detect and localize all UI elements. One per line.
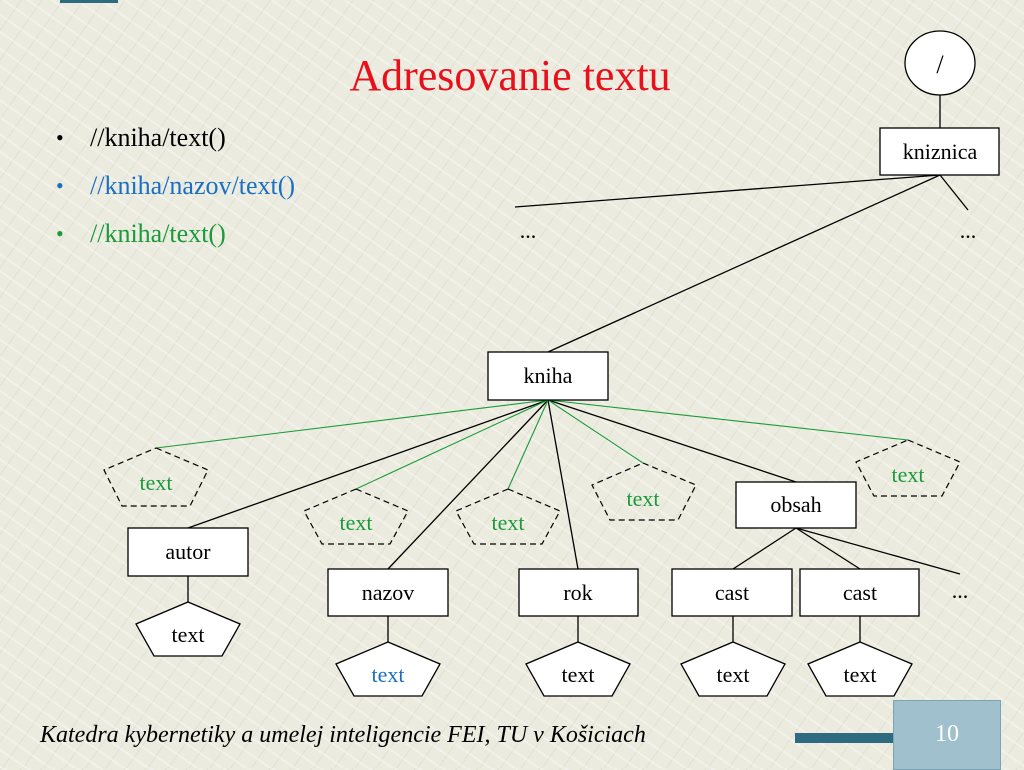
top-accent-bar: [60, 0, 118, 3]
ellipsis-right: ...: [960, 218, 977, 243]
ellipsis-left: ...: [520, 218, 537, 243]
node-autor: [127, 527, 249, 577]
nazov-text-label: text: [372, 662, 405, 687]
cast1-text-label: text: [717, 662, 750, 687]
bullet-dot-icon: •: [56, 221, 64, 246]
green-text-label: text: [140, 470, 173, 495]
cast2-text-label: text: [844, 662, 877, 687]
rok-label: rok: [563, 580, 592, 605]
ellipsis-obsah: ...: [952, 578, 969, 603]
edge-obsah-cast2: [795, 527, 861, 570]
node-nazov: [327, 568, 449, 617]
text-node-green5: [855, 439, 961, 497]
green-text-label: text: [340, 510, 373, 535]
bullet-text: //kniha/nazov/text(): [90, 171, 296, 200]
edge-obsah-cast1: [732, 527, 797, 570]
autor-label: autor: [165, 539, 211, 564]
bullet-item: • //kniha/nazov/text(): [52, 170, 295, 218]
obsah-label: obsah: [770, 492, 821, 517]
kniha-label: kniha: [524, 363, 573, 388]
bullet-list: • //kniha/text() • //kniha/nazov/text() …: [52, 122, 295, 266]
text-node-cast1: [680, 641, 786, 697]
edge-kniha-green5: [547, 399, 909, 441]
autor-text-label: text: [172, 622, 205, 647]
bullet-dot-icon: •: [56, 173, 64, 198]
edge-kniha-green3: [507, 399, 549, 490]
edge-kniha-autor: [187, 399, 549, 529]
edge-kniha-nazov: [387, 399, 549, 570]
page-number: 10: [935, 721, 959, 747]
node-cast1: [671, 568, 793, 617]
edge-kniznica-right: [939, 174, 969, 211]
bullet-text: //kniha/text(): [90, 123, 226, 152]
tree-edges: [187, 95, 969, 642]
node-obsah: [735, 481, 857, 529]
text-node-rok: [525, 641, 631, 697]
text-node-green1: [103, 447, 209, 507]
edge-kniha-green2: [355, 399, 549, 490]
bullet-item: • //kniha/text(): [52, 122, 295, 170]
green-text-label: text: [892, 462, 925, 487]
node-kniznica: [879, 127, 1000, 176]
text-node-green4: [591, 462, 697, 521]
edge-kniha-obsah: [547, 399, 797, 483]
text-node-autor: [135, 601, 241, 657]
bullet-item: • //kniha/text(): [52, 218, 295, 266]
node-rok: [518, 568, 639, 617]
page-number-box: 10: [893, 700, 1001, 770]
edge-obsah-more: [795, 527, 961, 575]
green-text-label: text: [627, 486, 660, 511]
kniznica-label: kniznica: [903, 139, 978, 164]
nazov-label: nazov: [362, 580, 415, 605]
edge-kniznica-kniha: [547, 174, 941, 353]
cast2-label: cast: [843, 580, 877, 605]
green-text-label: text: [492, 510, 525, 535]
footer-accent-bar: [795, 733, 893, 743]
bullet-text: //kniha/text(): [90, 219, 226, 248]
edge-kniha-green4: [547, 399, 644, 464]
root-label: /: [936, 50, 944, 79]
slide-title: Adresovanie textu: [349, 51, 671, 100]
edge-kniznica-left: [514, 174, 941, 208]
green-text-edges: [155, 399, 909, 490]
footer-text: Katedra kybernetiky a umelej inteligenci…: [40, 722, 646, 748]
cast1-label: cast: [715, 580, 749, 605]
text-node-cast2: [807, 641, 913, 697]
root-node: [904, 30, 976, 96]
text-node-nazov: [335, 641, 441, 697]
bullet-dot-icon: •: [56, 125, 64, 150]
edge-kniha-green1: [155, 399, 549, 449]
edge-kniha-rok: [547, 399, 579, 570]
rok-text-label: text: [562, 662, 595, 687]
node-kniha: [487, 351, 609, 401]
node-cast2: [799, 568, 920, 617]
